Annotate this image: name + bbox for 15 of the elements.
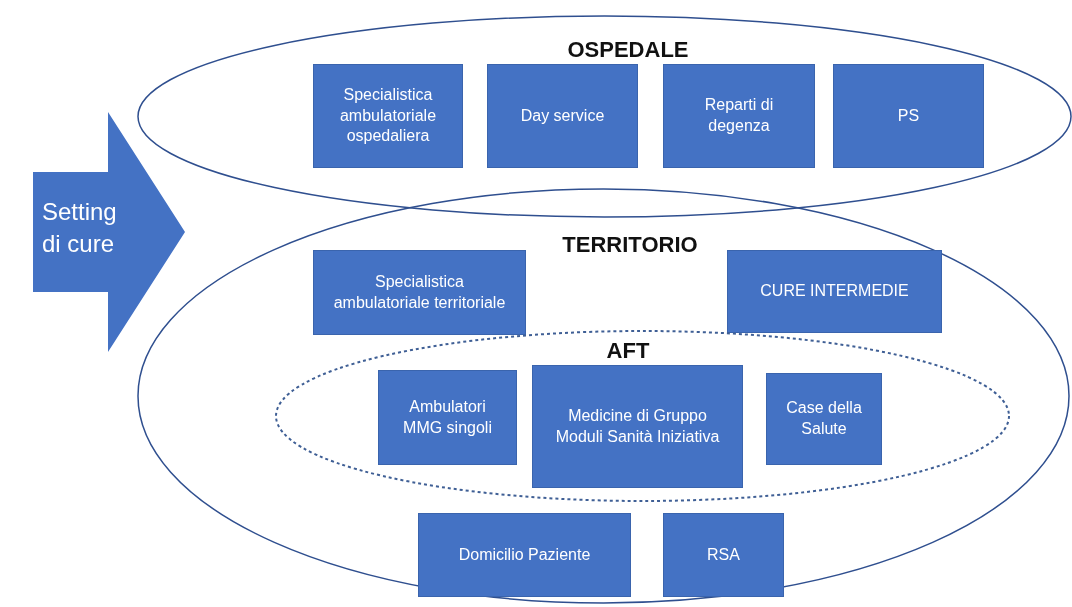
- care-setting-box: Ambulatori MMG singoli: [378, 370, 517, 465]
- group-title: TERRITORIO: [562, 232, 698, 258]
- group-title: OSPEDALE: [567, 37, 689, 63]
- care-setting-box: Specialistica ambulatoriale ospedaliera: [313, 64, 463, 168]
- care-setting-box: Case della Salute: [766, 373, 882, 465]
- group-title: AFT: [606, 338, 650, 364]
- care-setting-box: PS: [833, 64, 984, 168]
- care-setting-box: Specialistica ambulatoriale territoriale: [313, 250, 526, 335]
- care-setting-box: CURE INTERMEDIE: [727, 250, 942, 333]
- care-setting-box: Reparti di degenza: [663, 64, 815, 168]
- care-setting-box: Day service: [487, 64, 638, 168]
- care-setting-box: Domicilio Paziente: [418, 513, 631, 597]
- care-setting-box: Medicine di Gruppo Moduli Sanità Iniziativa: [532, 365, 743, 488]
- arrow-label: Setting di cure: [42, 197, 118, 260]
- care-setting-box: RSA: [663, 513, 784, 597]
